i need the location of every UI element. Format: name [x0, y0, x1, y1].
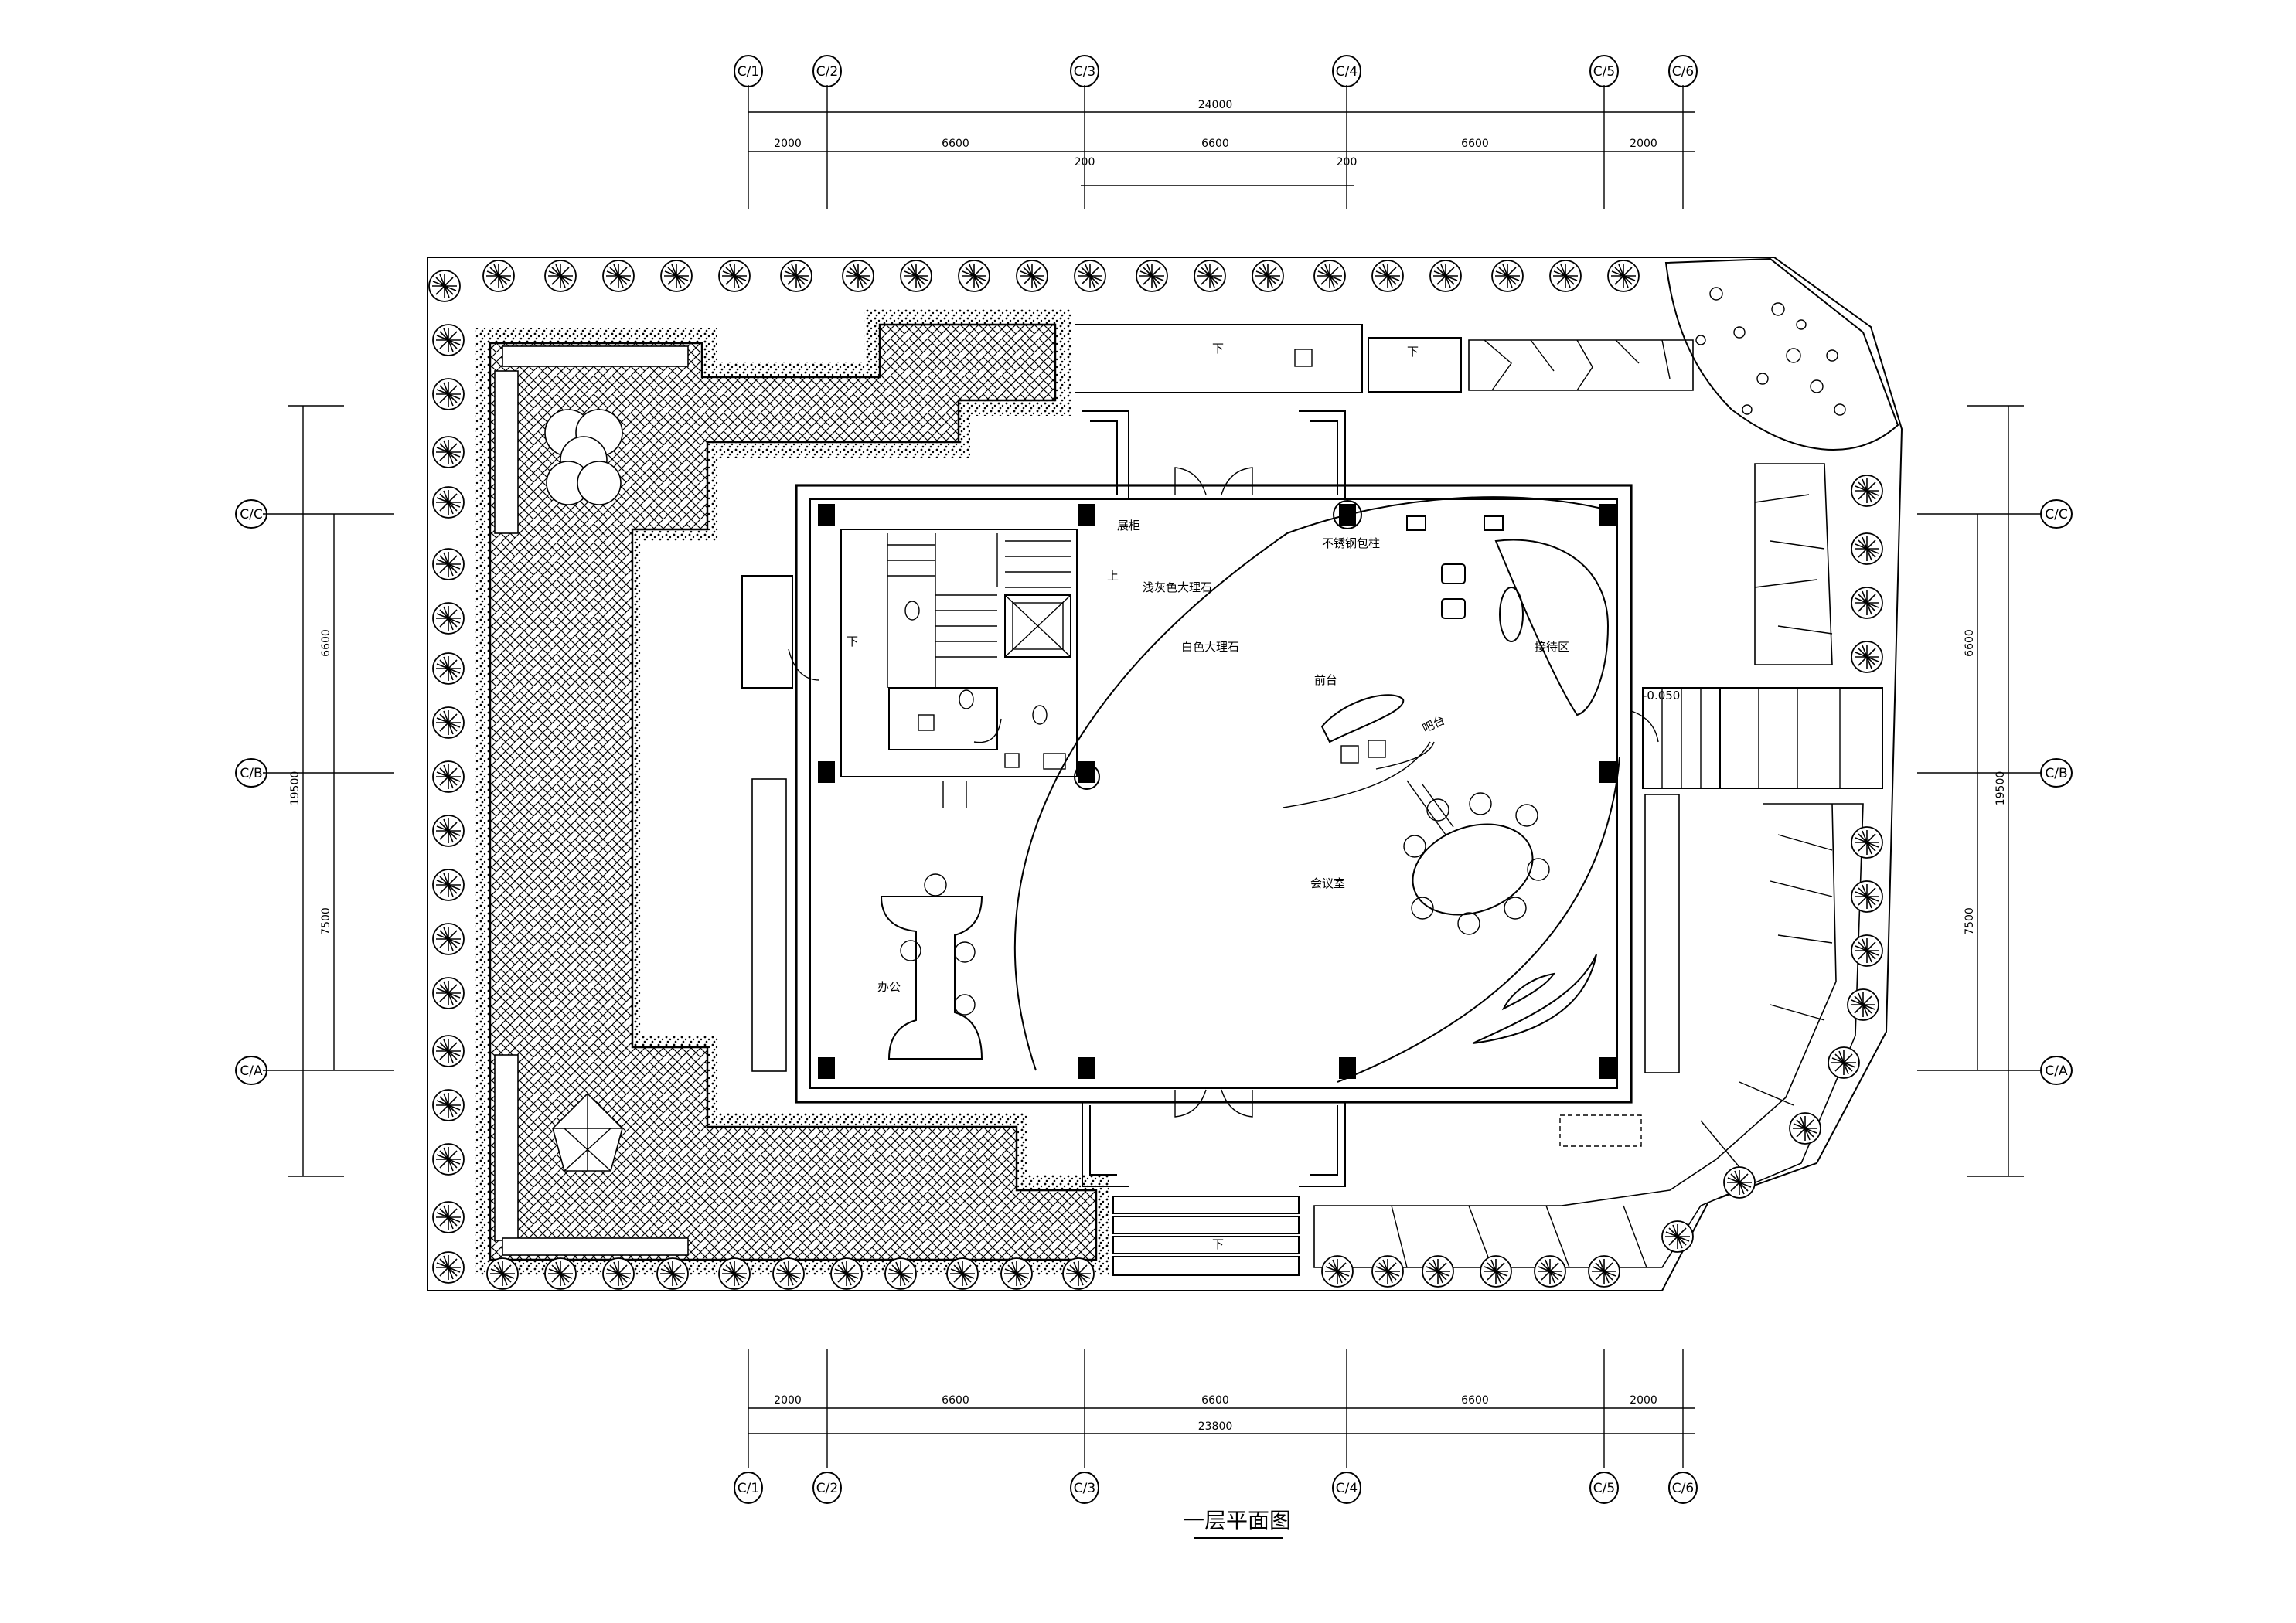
label-down-ne: 下: [1407, 345, 1419, 359]
label-office: 办公: [877, 980, 901, 994]
dim-right-total: 19500: [1995, 771, 2007, 806]
dim-top-total: 24000: [1198, 99, 1233, 111]
building-walls: [741, 324, 1680, 1276]
label-level: -0.050: [1643, 689, 1680, 703]
dim-top-seg-1: 2000: [774, 138, 802, 150]
dim-left-total: 19500: [289, 771, 301, 806]
axis-right-a: C/A: [2045, 1063, 2068, 1079]
left-dimensions: 19500 6600 7500: [263, 405, 394, 1177]
axis-bottom-5: C/5: [1593, 1481, 1615, 1496]
dim-right-seg-2: 7500: [1964, 907, 1976, 935]
office-desk: [880, 873, 983, 1060]
dim-right-seg-1: 6600: [1964, 629, 1976, 657]
meeting-table: [1403, 780, 1550, 935]
axis-top-2: C/2: [816, 64, 838, 80]
label-white-marble: 白色大理石: [1181, 640, 1239, 654]
axis-left-a: C/A: [240, 1063, 263, 1079]
label-display-cabinet: 展柜: [1117, 519, 1140, 532]
axis-right-c: C/C: [2045, 507, 2067, 522]
umbrella-feature-bottom: [552, 1092, 623, 1172]
dim-top-seg-2: 6600: [942, 138, 969, 150]
dim-top-seg-3: 6600: [1201, 138, 1229, 150]
axis-top-4: C/4: [1336, 64, 1358, 80]
label-down-north: 下: [1212, 342, 1224, 356]
east-steps: [1642, 687, 1883, 789]
axis-bottom-1: C/1: [738, 1481, 759, 1496]
axis-left-b: C/B: [240, 766, 262, 781]
axis-bottom-6: C/6: [1672, 1481, 1694, 1496]
label-meeting: 会议室: [1310, 876, 1345, 890]
reception-lounge: [1406, 515, 1610, 716]
dim-bottom-seg-1: 2000: [774, 1394, 802, 1407]
axis-left-c: C/C: [240, 507, 262, 522]
dim-bottom-seg-3: 6600: [1201, 1394, 1229, 1407]
site-boundary: [427, 257, 1903, 1291]
trees-left-column: [432, 324, 465, 1284]
service-core: [788, 529, 1078, 808]
bottom-axis-bubbles: C/1 C/2 C/3 C/4 C/5 C/6: [734, 1472, 1698, 1504]
dim-top-small-1: 200: [1075, 156, 1095, 168]
ne-garden: [1664, 257, 1899, 451]
label-front-desk: 前台: [1314, 673, 1337, 687]
right-dimensions: 19500 6600 7500: [1917, 405, 2041, 1177]
label-reception: 接待区: [1535, 640, 1569, 654]
dim-top-seg-4: 6600: [1461, 138, 1489, 150]
stone-paving: [1313, 339, 1864, 1268]
dashed-planter: [1559, 1114, 1642, 1147]
lobby-floor: [1013, 467, 1659, 1118]
label-down-stair: 下: [847, 635, 858, 648]
axis-bottom-3: C/3: [1074, 1481, 1095, 1496]
left-axis-bubbles: C/C C/B C/A: [235, 499, 267, 1085]
axis-bottom-4: C/4: [1336, 1481, 1358, 1496]
flower-feature-top: [544, 409, 623, 505]
dim-bottom-seg-4: 6600: [1461, 1394, 1489, 1407]
axis-bottom-2: C/2: [816, 1481, 838, 1496]
trees-top-row: [428, 260, 1640, 302]
label-steel-column: 不锈钢包柱: [1322, 536, 1380, 550]
right-axis-bubbles: C/C C/B C/A: [2040, 499, 2073, 1085]
bottom-dimensions: 2000 6600 6600 6600 2000 23800: [748, 1349, 1695, 1468]
axis-right-b: C/B: [2045, 766, 2067, 781]
structural-columns: [818, 500, 1616, 1079]
drawing-title: 一层平面图: [1183, 1508, 1291, 1533]
dim-left-seg-2: 7500: [320, 907, 332, 935]
dim-bottom-seg-5: 2000: [1630, 1394, 1657, 1407]
dim-left-seg-1: 6600: [320, 629, 332, 657]
front-desk: [1283, 694, 1435, 808]
label-gray-marble: 浅灰色大理石: [1143, 580, 1212, 594]
dim-bottom-seg-2: 6600: [942, 1394, 969, 1407]
left-terrace: [475, 309, 1109, 1275]
label-down-south: 下: [1212, 1237, 1224, 1251]
top-dimensions: 24000 2000 6600 6600 6600 2000 200 200: [748, 85, 1695, 209]
dim-top-small-2: 200: [1337, 156, 1358, 168]
top-axis-bubbles: C/1 C/2 C/3 C/4 C/5 C/6: [734, 55, 1698, 87]
label-sales-counter: 吧台: [1420, 713, 1447, 736]
display-sculpture: [1472, 954, 1597, 1044]
dim-top-seg-5: 2000: [1630, 138, 1657, 150]
axis-top-6: C/6: [1672, 64, 1694, 80]
axis-top-1: C/1: [738, 64, 759, 80]
axis-top-5: C/5: [1593, 64, 1615, 80]
label-up: 上: [1107, 569, 1119, 583]
dim-bottom-total: 23800: [1198, 1421, 1233, 1433]
axis-top-3: C/3: [1074, 64, 1095, 80]
